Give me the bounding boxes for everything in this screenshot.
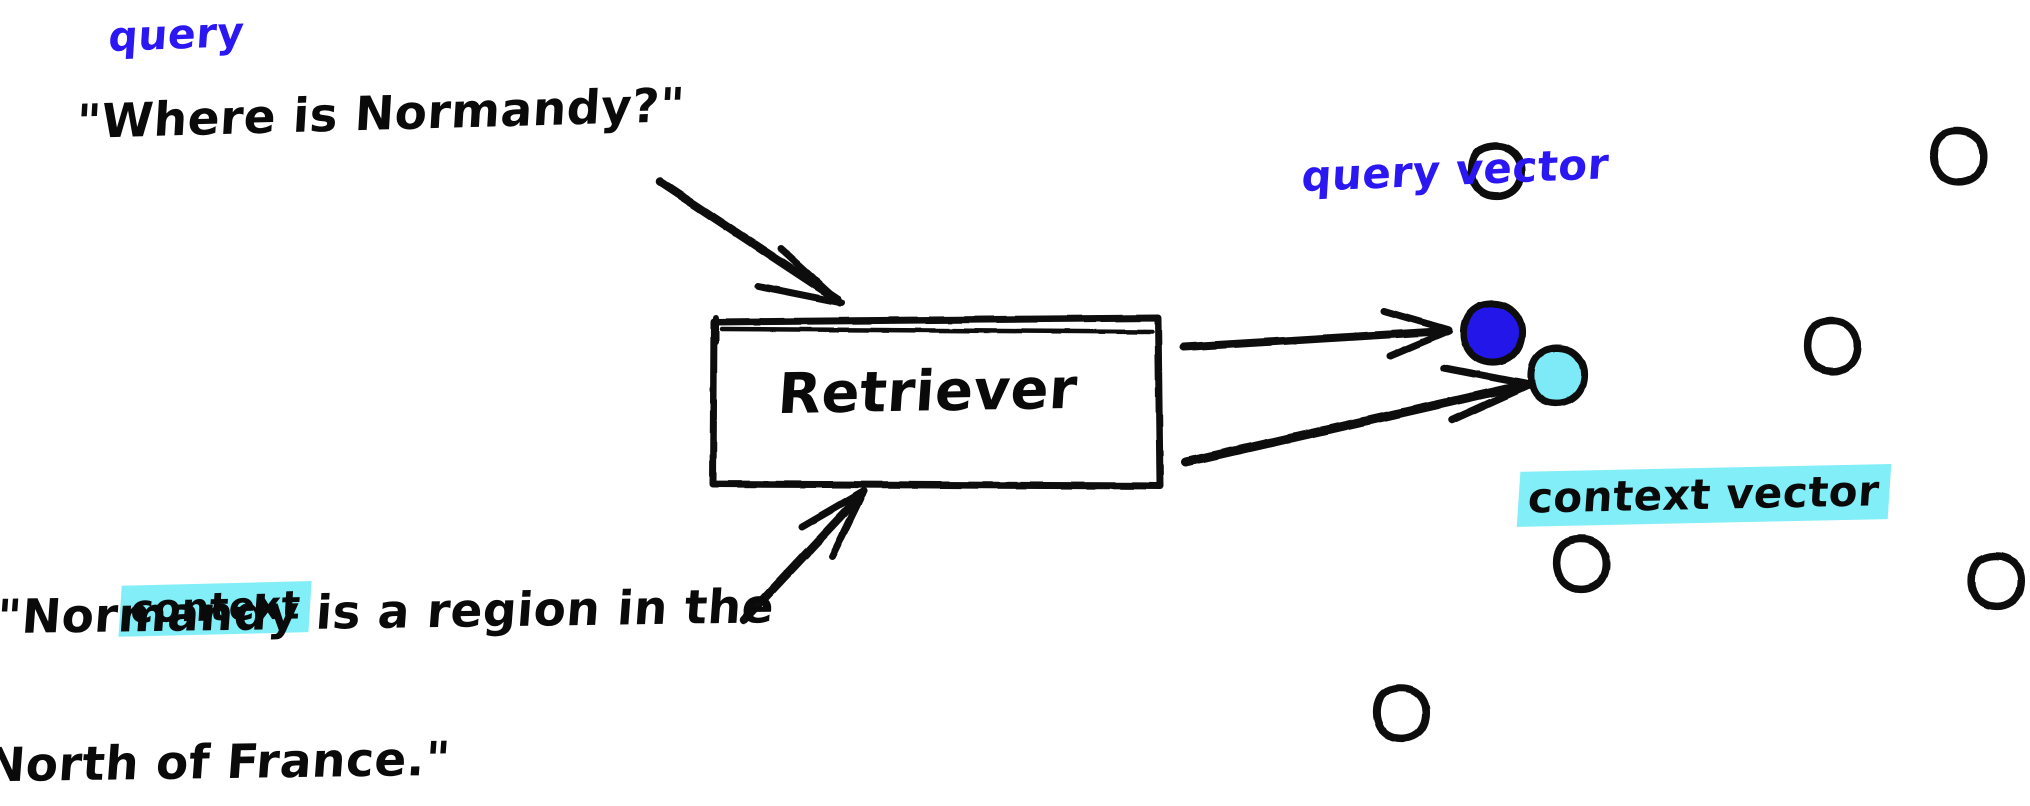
context-text-line-2: North of France.": [0, 731, 453, 794]
arrow-retriever-to-context-vector: [1181, 364, 1531, 467]
arrow-query-to-retriever: [655, 177, 846, 307]
empty-vector-dot: [1372, 684, 1430, 743]
empty-vector-dot: [1552, 535, 1610, 594]
query-label: query: [107, 7, 246, 62]
context-text-line-1: "Normandy is a region in the: [0, 578, 777, 645]
empty-vector-dot: [1929, 127, 1987, 187]
context-text: "Normandy is a region in the North of Fr…: [0, 483, 783, 806]
arrow-retriever-to-query-vector: [1180, 307, 1453, 360]
empty-vector-dot: [1803, 317, 1861, 376]
context-vector-label-highlight: context vector: [1516, 464, 1892, 527]
context-vector-dot[interactable]: [1527, 344, 1588, 407]
retriever-box[interactable]: [709, 314, 1164, 490]
query-vector-dot[interactable]: [1460, 300, 1526, 366]
empty-vector-dot: [1967, 552, 2025, 611]
arrow-context-to-retriever: [739, 487, 868, 625]
retriever-node-label: Retriever: [775, 356, 1080, 428]
empty-vector-dot: [1467, 142, 1525, 201]
context-vector-label: context vector: [1453, 425, 1894, 567]
